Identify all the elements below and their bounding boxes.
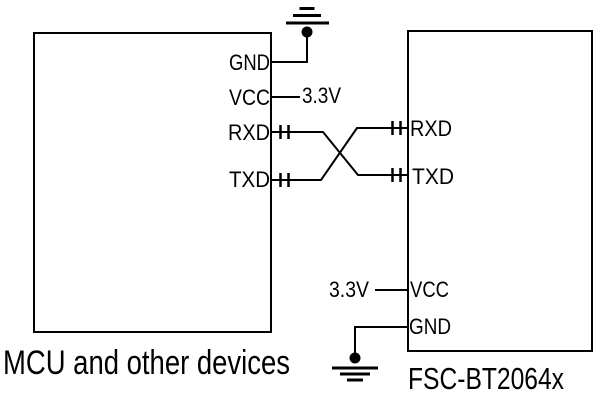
ground-symbol-bottom <box>332 352 378 382</box>
module-pin-txd-label: TXD <box>412 164 454 189</box>
mcu-block-outline <box>33 32 272 333</box>
wire-mcu-txd-to-module-rxd <box>272 127 407 181</box>
wire-module-gnd-to-ground <box>354 326 407 358</box>
ground-dot <box>301 26 313 38</box>
module-pin-vcc-label: VCC <box>410 277 449 302</box>
ground-dot <box>349 352 361 364</box>
mcu-block-title: MCU and other devices <box>3 344 290 382</box>
ground-bars-icon <box>286 7 329 25</box>
mcu-pin-rxd-label: RXD <box>228 120 270 145</box>
ground-symbol-top <box>286 7 329 38</box>
wire-junction-ticks-mcu-txd <box>279 173 290 187</box>
module-pin-gnd-label: GND <box>409 314 451 339</box>
mcu-vcc-supply-label: 3.3V <box>302 83 341 108</box>
wire-junction-ticks-module-txd <box>391 168 402 182</box>
module-vcc-supply-label: 3.3V <box>329 277 369 302</box>
wire-mcu-gnd-to-ground <box>272 32 308 63</box>
mcu-pin-txd-label: TXD <box>229 167 270 192</box>
wire-junction-ticks-module-rxd <box>391 121 402 135</box>
module-block-outline <box>407 30 593 352</box>
ground-bars-icon <box>332 366 378 382</box>
module-block-title: FSC-BT2064x <box>408 361 564 396</box>
wire-junction-ticks-mcu-rxd <box>279 125 290 139</box>
mcu-pin-gnd-label: GND <box>229 50 270 75</box>
mcu-pin-vcc-label: VCC <box>229 85 270 110</box>
module-pin-rxd-label: RXD <box>410 116 452 141</box>
